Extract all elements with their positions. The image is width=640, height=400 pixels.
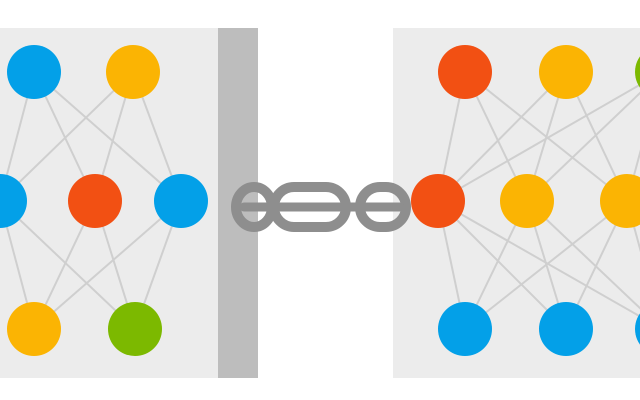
left-node-bottom-2-green <box>108 302 162 356</box>
right-node-bottom-1-blue <box>438 302 492 356</box>
left-node-top-2-orange <box>106 45 160 99</box>
chain-link-icon <box>231 182 411 232</box>
right-node-top-1-red <box>438 45 492 99</box>
left-node-middle-1-blue <box>0 174 27 228</box>
right-edge-middle3-bottom1 <box>464 200 628 330</box>
left-node-middle-3-blue <box>154 174 208 228</box>
right-node-top-2-orange <box>539 45 593 99</box>
right-edge-top2-middle1 <box>437 71 567 202</box>
right-edge-middle1-bottom2 <box>437 200 567 330</box>
right-node-middle-3-orange <box>600 174 640 228</box>
left-node-top-1-blue <box>7 45 61 99</box>
left-edge-top2-middle1 <box>0 71 134 202</box>
left-edge-top1-middle3 <box>33 71 182 202</box>
right-node-middle-1-red <box>411 174 465 228</box>
left-network-nodes <box>0 45 208 356</box>
left-edge-middle3-bottom1 <box>33 200 182 330</box>
right-network-nodes <box>411 45 640 356</box>
right-node-middle-2-orange <box>500 174 554 228</box>
right-edge-top3-middle1 <box>437 83 640 202</box>
left-node-bottom-1-orange <box>7 302 61 356</box>
right-node-bottom-3-blue <box>635 313 640 345</box>
right-edge-middle1-bottom3 <box>437 200 640 318</box>
right-node-top-3-green <box>635 56 640 88</box>
right-node-bottom-2-blue <box>539 302 593 356</box>
left-edge-middle1-bottom2 <box>0 200 136 330</box>
left-node-middle-2-red <box>68 174 122 228</box>
